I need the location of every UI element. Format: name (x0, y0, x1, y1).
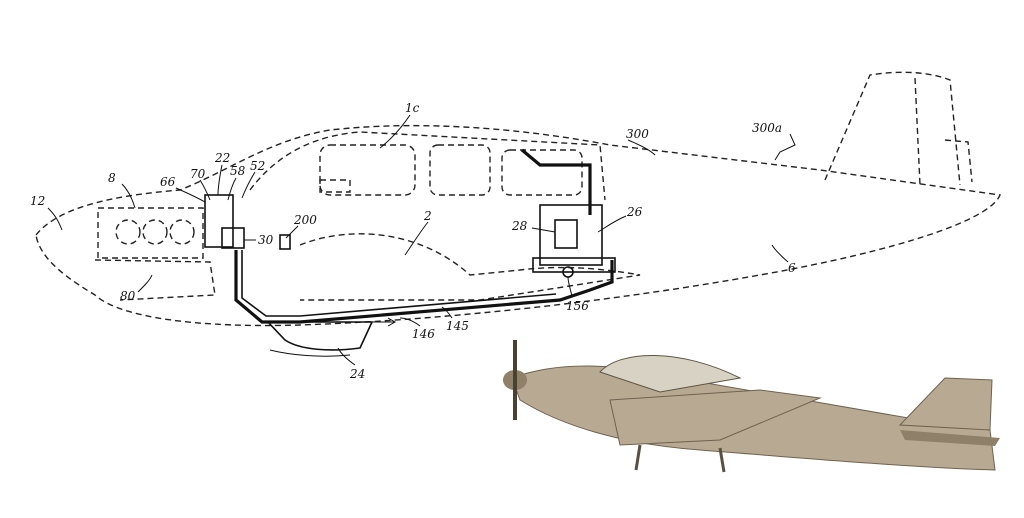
leader-1c (379, 114, 411, 149)
leader-58 (227, 177, 237, 201)
tail-stab (944, 139, 973, 183)
leader-22 (217, 164, 223, 196)
ref-label-24: 24 (349, 367, 365, 381)
ref-label-58: 58 (230, 164, 246, 178)
ref-label-22: 22 (214, 151, 230, 165)
base-frame (532, 257, 616, 273)
photo-tail-fin (898, 377, 993, 431)
leader-70 (199, 179, 211, 201)
photo-gear (634, 444, 726, 473)
ref-label-300: 300 (626, 127, 649, 141)
airflow-arrow (372, 317, 397, 327)
ref-label-70: 70 (190, 167, 206, 181)
ref-label-156: 156 (566, 299, 589, 313)
photo-tailplane (900, 430, 1000, 446)
plumbing-line-146 (241, 250, 557, 317)
leader-12 (47, 207, 63, 231)
photo-wing (609, 389, 822, 446)
leader-6 (771, 244, 789, 263)
leader-24 (337, 347, 356, 366)
leader-52 (241, 171, 256, 199)
ref-label-146: 146 (412, 327, 435, 341)
window-rear (501, 149, 583, 196)
leader-145 (441, 306, 453, 319)
leader-2 (404, 221, 429, 256)
door-handle (319, 179, 351, 193)
leader-28 (531, 227, 556, 233)
ref-label-200: 200 (293, 213, 317, 227)
aircraft-photo (503, 340, 1000, 473)
wing-outline (299, 233, 641, 301)
ref-label-26: 26 (626, 205, 643, 219)
scoop-24 (266, 321, 374, 351)
leader-80 (137, 274, 153, 293)
leader-200 (285, 225, 299, 239)
ref-label-145: 145 (446, 319, 469, 333)
ref-label-80: 80 (120, 289, 136, 303)
window-mid (429, 144, 491, 196)
engine-block (97, 207, 204, 259)
leader-146 (399, 317, 421, 327)
unit-28 (554, 219, 578, 249)
rudder-line (914, 77, 921, 186)
ref-label-300a: 300a (752, 121, 782, 135)
photo-canopy (599, 354, 742, 393)
ref-label-28: 28 (511, 219, 528, 233)
unit-26 (539, 204, 603, 266)
duct-300 (520, 148, 592, 215)
ref-label-66: 66 (160, 175, 176, 189)
airflow-hatch (269, 349, 351, 357)
ref-label-6: 6 (788, 261, 796, 275)
window-front (319, 144, 416, 196)
cylinder-3 (169, 219, 195, 245)
leader-66 (175, 187, 206, 203)
plumbing-line-145 (234, 250, 614, 324)
ref-label-8: 8 (108, 171, 116, 185)
component-22 (204, 194, 234, 248)
fuselage-outline (35, 124, 1001, 327)
leader-8 (121, 183, 136, 209)
cylinder-1 (115, 219, 141, 245)
ref-label-1c: 1c (405, 101, 420, 115)
leader-26 (597, 215, 627, 233)
leader-156 (567, 276, 573, 297)
ref-label-12: 12 (30, 194, 45, 208)
leader-300 (627, 139, 656, 156)
tail-fin-outline (824, 71, 961, 186)
leader-300a (774, 133, 796, 161)
lower-cowling (94, 259, 216, 301)
ref-label-30: 30 (258, 233, 274, 247)
ref-label-2: 2 (423, 209, 432, 223)
component-30 (221, 227, 245, 249)
cylinder-2 (142, 219, 168, 245)
ref-label-52: 52 (250, 159, 265, 173)
component-200 (279, 234, 291, 250)
